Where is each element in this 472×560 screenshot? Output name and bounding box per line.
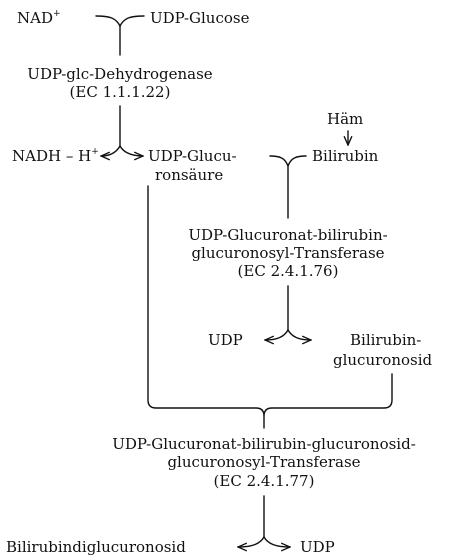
udp-1-arrow (265, 329, 289, 340)
enzyme-3-ec: (EC 2.4.1.77) (214, 472, 315, 490)
udp-2-arrow (263, 536, 290, 547)
enzyme-2-name: UDP-Glucuronat-bilirubin- (188, 226, 387, 244)
udp-glucuronic-acid-label-2: ronsäure (155, 166, 223, 184)
enzyme-2-name-2: glucuronosyl-Transferase (191, 244, 384, 262)
udp-glucuronic-arrow (119, 145, 143, 156)
enzyme-3-name: UDP-Glucuronat-bilirubin-glucuronosid- (112, 435, 416, 453)
bilirubin-diglucuronoside-arrow (238, 536, 265, 547)
enzyme-2-ec: (EC 2.4.1.76) (238, 262, 339, 280)
udp-2-label: UDP (300, 538, 335, 556)
substrate-merge-connector (95, 15, 145, 27)
step-3-merge-bracket (147, 185, 393, 417)
haem-label: Häm (327, 110, 363, 128)
enzyme-3-name-2: glucuronosyl-Transferase (167, 453, 360, 471)
bilirubin-glucuronoside-label: Bilirubin- (350, 331, 421, 349)
udp-1-label: UDP (208, 331, 243, 349)
bilirubin-diglucuronoside-label: Bilirubindiglucuronosid (6, 538, 186, 556)
nadh-label: NADH – H+ (12, 147, 99, 165)
enzyme-1-ec: (EC 1.1.1.22) (70, 83, 171, 101)
step-2-merge-connector (269, 155, 307, 167)
nadh-arrow (101, 145, 121, 156)
bilirubin-glucuronoside-arrow (287, 329, 311, 340)
udp-glucuronic-acid-label: UDP-Glucu- (148, 147, 237, 165)
udp-glucose-label: UDP-Glucose (150, 9, 250, 27)
bilirubin-glucuronoside-label-2: glucuronosid (333, 351, 433, 369)
enzyme-1-name: UDP-glc-Dehydrogenase (27, 65, 212, 83)
nad-label: NAD+ (17, 9, 61, 27)
bilirubin-label: Bilirubin (312, 147, 379, 165)
